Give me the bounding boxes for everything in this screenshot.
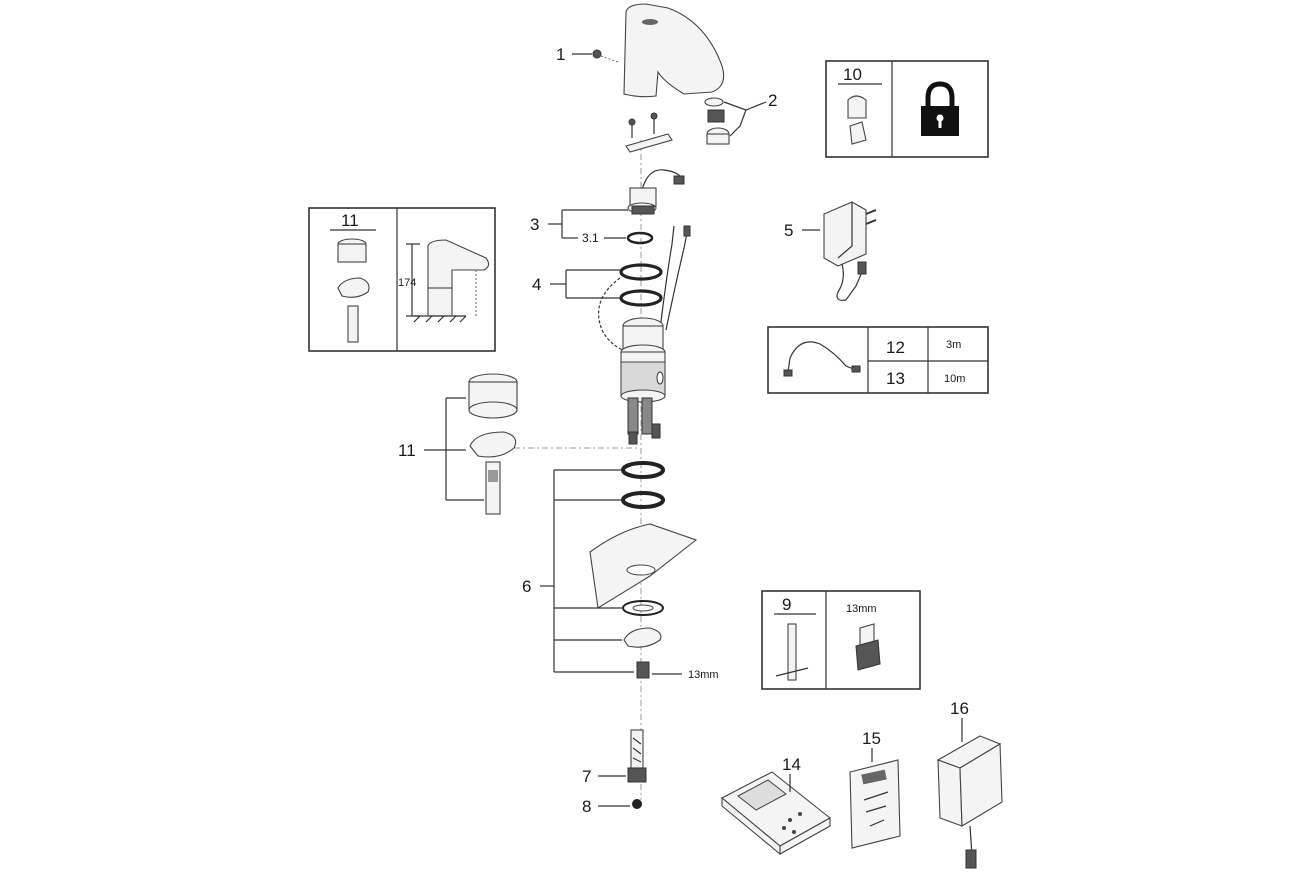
callout-5: 5 (784, 221, 793, 240)
part-3-control-module (627, 169, 685, 215)
callout-4: 4 (532, 275, 541, 294)
part-5-power-adapter (823, 201, 877, 301)
part-6-mounting-kit (589, 461, 698, 679)
supply-hoses (627, 397, 661, 445)
callout-16: 16 (950, 699, 969, 718)
part-15-manual-card (849, 759, 901, 849)
cable-length-3m: 3m (946, 339, 961, 351)
tool-size-13mm: 13mm (846, 603, 877, 615)
cable-a (659, 225, 675, 331)
part-2-aerator (704, 97, 767, 145)
callout-8: 8 (582, 797, 591, 816)
mounting-bracket (625, 112, 673, 153)
box-10-anti-theft (825, 60, 989, 158)
callout-12: 12 (886, 338, 905, 357)
padlock-icon (921, 81, 959, 136)
callout-11-side: 11 (398, 441, 416, 460)
callout-13: 13 (886, 369, 905, 388)
part-11-aerator-assembly (468, 373, 518, 515)
callout-14: 14 (782, 755, 801, 774)
callout-2: 2 (768, 91, 777, 110)
callout-10: 10 (843, 65, 862, 84)
sensor-window (642, 19, 658, 25)
callout-11-box: 11 (341, 211, 359, 230)
callout-7: 7 (582, 767, 591, 786)
box-9-tool (761, 590, 921, 690)
callout-6: 6 (522, 577, 531, 596)
part-16-battery-box (936, 735, 1003, 869)
faucet-spout (623, 3, 725, 98)
callout-3: 3 (530, 215, 539, 234)
callout-9: 9 (782, 595, 791, 614)
valve-body (620, 317, 666, 403)
cable-length-10m: 10m (944, 373, 965, 385)
dimension-174: 174 (398, 277, 416, 289)
callout-1: 1 (556, 45, 565, 64)
part-3-1-washer (626, 231, 654, 245)
box-11-spout-height (308, 207, 496, 352)
callout-15: 15 (862, 729, 881, 748)
part-4-o-rings (619, 263, 663, 307)
part-8-seal (632, 799, 642, 809)
cable-b (665, 227, 689, 331)
part-14-remote-control (721, 771, 831, 856)
part-1-screw (572, 49, 619, 63)
part-7-hose-filter (627, 729, 647, 783)
callout-3-1: 3.1 (582, 231, 599, 245)
box-12-13-extension-cables (767, 326, 989, 394)
nut-size-13mm: 13mm (688, 669, 719, 681)
